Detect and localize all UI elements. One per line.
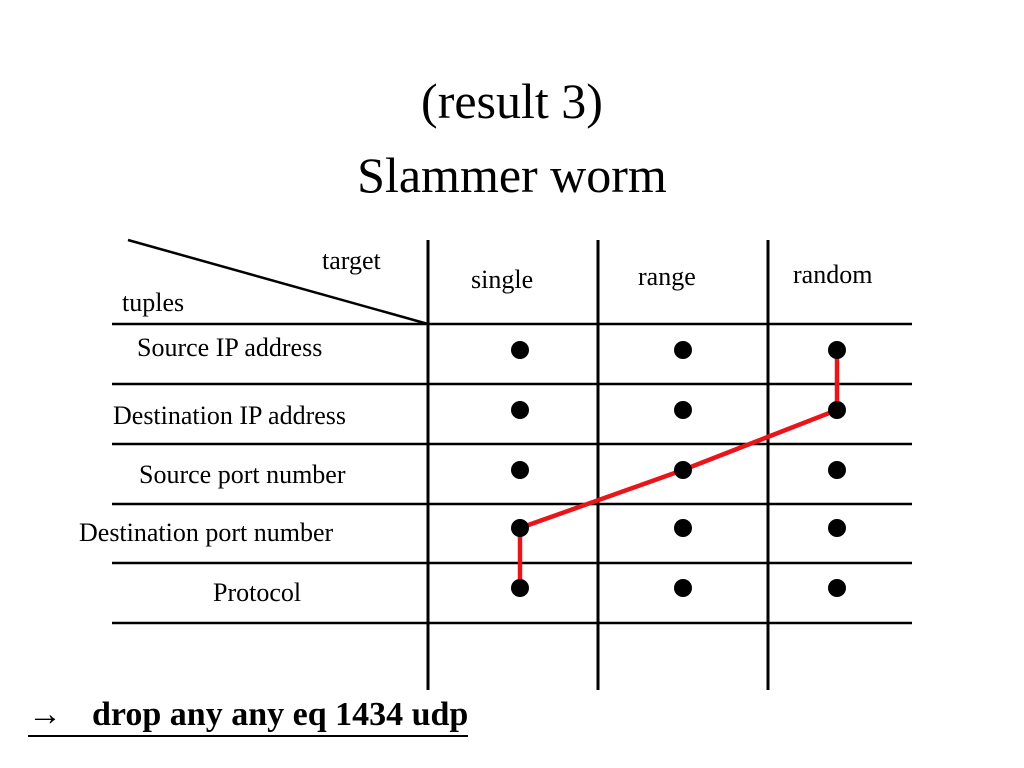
row-label-protocol: Protocol [213, 578, 302, 607]
dot-destination-port-range [674, 519, 692, 537]
corner-label-tuples: tuples [122, 288, 185, 317]
dot-source-ip-random [828, 341, 846, 359]
dot-source-port-random [828, 461, 846, 479]
dot-protocol-random [828, 579, 846, 597]
row-label-source-ip: Source IP address [137, 333, 323, 362]
corner-label-target: target [322, 246, 381, 275]
dot-destination-ip-single [511, 401, 529, 419]
dot-source-ip-range [674, 341, 692, 359]
column-header-range: range [638, 262, 696, 291]
rule-command: drop any any eq 1434 udp [92, 696, 469, 733]
dot-destination-ip-range [674, 401, 692, 419]
resulting-rule: → drop any any eq 1434 udp [28, 695, 469, 737]
dot-source-port-single [511, 461, 529, 479]
row-label-destination-port: Destination port number [79, 518, 334, 547]
dot-destination-port-random [828, 519, 846, 537]
dot-destination-ip-random [828, 401, 846, 419]
slide-title-line1: (result 3) [421, 73, 603, 129]
dot-source-ip-single [511, 341, 529, 359]
row-label-destination-ip: Destination IP address [113, 401, 346, 430]
row-label-source-port: Source port number [139, 460, 346, 489]
dot-protocol-single [511, 579, 529, 597]
dot-protocol-range [674, 579, 692, 597]
slide-title-line2: Slammer worm [357, 147, 667, 203]
right-arrow-icon: → [28, 696, 62, 733]
column-header-random: random [793, 260, 873, 289]
dot-source-port-range [674, 461, 692, 479]
column-header-single: single [471, 265, 534, 294]
dot-destination-port-single [511, 519, 529, 537]
corner-diagonal [127, 238, 429, 326]
